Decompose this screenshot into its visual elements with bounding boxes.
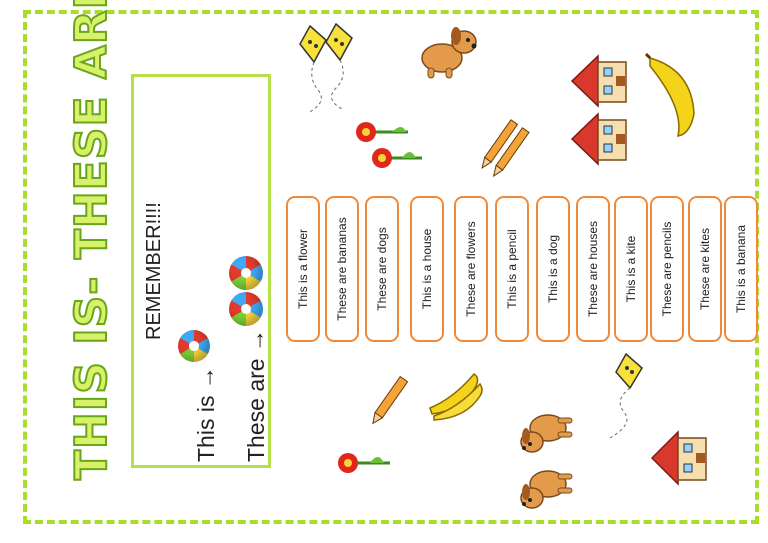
card-these-are-pencils[interactable]: These are pencils [650, 196, 684, 342]
banana-icon [429, 373, 483, 421]
dog-icon [520, 414, 573, 453]
dog-icon [421, 27, 477, 79]
card-this-is-a-kite[interactable]: This is a kite [614, 196, 648, 342]
card-this-is-a-pencil[interactable]: This is a pencil [495, 196, 529, 342]
flower-icon [356, 122, 422, 168]
pencil-icon [481, 119, 530, 178]
card-this-is-a-dog[interactable]: This is a dog [536, 196, 570, 342]
pencil-icon [372, 375, 409, 425]
card-these-are-kites[interactable]: These are kites [688, 196, 722, 342]
beach-ball-icon [229, 256, 263, 290]
house-icon [570, 112, 627, 166]
kite-icon [609, 352, 643, 439]
card-this-is-a-banana[interactable]: This is a banana [724, 196, 758, 342]
card-these-are-dogs[interactable]: These are dogs [365, 196, 399, 342]
card-these-are-houses[interactable]: These are houses [576, 196, 610, 342]
page-title: THIS IS- THESE ARE [65, 0, 118, 481]
this-is-label: This is → [193, 366, 219, 462]
card-this-is-a-house[interactable]: This is a house [410, 196, 444, 342]
dog-icon [520, 470, 573, 509]
kite-icon [299, 22, 353, 114]
house-icon [650, 430, 707, 486]
beach-ball-icon [178, 330, 210, 362]
card-these-are-flowers[interactable]: These are flowers [454, 196, 488, 342]
beach-ball-icon [229, 292, 263, 326]
card-this-is-a-flower[interactable]: This is a flower [286, 196, 320, 342]
card-these-are-bananas[interactable]: These are bananas [325, 196, 359, 342]
house-icon [570, 54, 627, 108]
remember-heading: REMEMBER!!!! [143, 202, 165, 340]
flower-icon [338, 453, 390, 473]
these-are-label: These are → [243, 329, 269, 462]
banana-icon [644, 52, 695, 137]
